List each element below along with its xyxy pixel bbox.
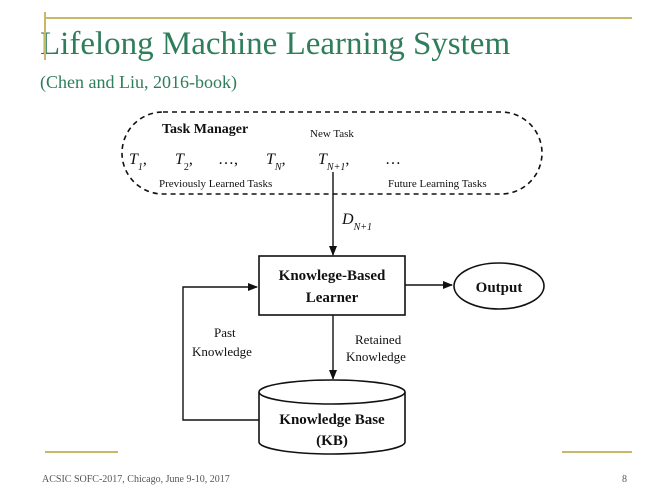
task-tn1: TN+1, — [318, 151, 349, 173]
task-manager-oval — [121, 111, 543, 195]
output-label: Output — [476, 280, 523, 296]
learner-line2: Learner — [306, 290, 359, 306]
task-t2: T2, — [175, 151, 193, 173]
kb-line2: (KB) — [316, 433, 348, 449]
retained-line2: Knowledge — [346, 349, 406, 364]
task-manager-label: Task Manager — [162, 122, 248, 137]
slide-subtitle: (Chen and Liu, 2016-book) — [40, 72, 237, 92]
new-task-label: New Task — [310, 128, 354, 140]
page-number: 8 — [622, 474, 627, 485]
task-tn: TN, — [266, 151, 286, 173]
learner-line1: Knowlege-Based — [279, 268, 386, 284]
kb-cylinder-top — [258, 379, 406, 405]
output-ellipse — [453, 262, 545, 310]
learner-box — [258, 255, 406, 316]
task-sequence: T1, — [129, 151, 147, 173]
past-line2: Knowledge — [192, 344, 252, 359]
previous-tasks-label: Previously Learned Tasks — [159, 178, 272, 190]
retained-line1: Retained — [355, 332, 402, 347]
task-ellipsis-1: …, — [218, 151, 238, 168]
past-line1: Past — [214, 325, 236, 340]
slide-title: Lifelong Machine Learning System — [40, 26, 511, 62]
kb-line1: Knowledge Base — [279, 412, 385, 428]
task-ellipsis-2: … — [385, 151, 401, 168]
kb-cylinder-body — [258, 392, 406, 455]
footer-conference: ACSIC SOFC-2017, Chicago, June 9-10, 201… — [42, 474, 230, 485]
data-label: DN+1 — [341, 211, 372, 233]
past-knowledge-loop — [182, 283, 259, 421]
task-t1: T1 — [129, 151, 143, 173]
future-tasks-label: Future Learning Tasks — [388, 178, 487, 190]
